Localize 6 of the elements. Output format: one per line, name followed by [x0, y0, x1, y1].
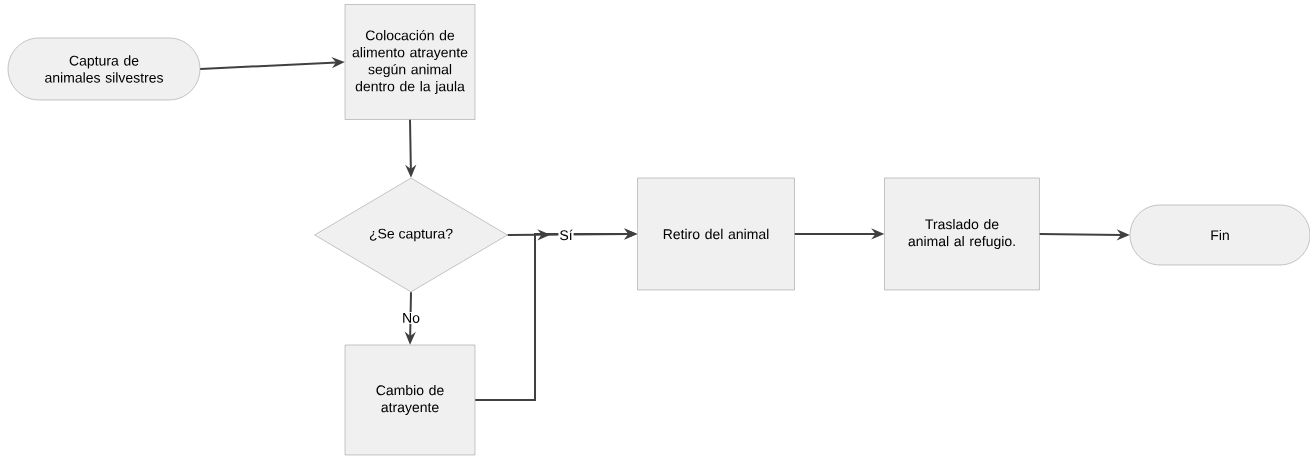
process-box: Retiro del animal: [637, 177, 795, 291]
edge-label: Sí: [558, 228, 574, 242]
process-box: Colocación de alimento atrayente según animal dentro de la jaula: [344, 4, 476, 120]
process-box: Traslado de animal al refugio.: [884, 177, 1040, 291]
edge-label: No: [401, 312, 421, 324]
process-box: Cambio de atrayente: [344, 344, 476, 456]
